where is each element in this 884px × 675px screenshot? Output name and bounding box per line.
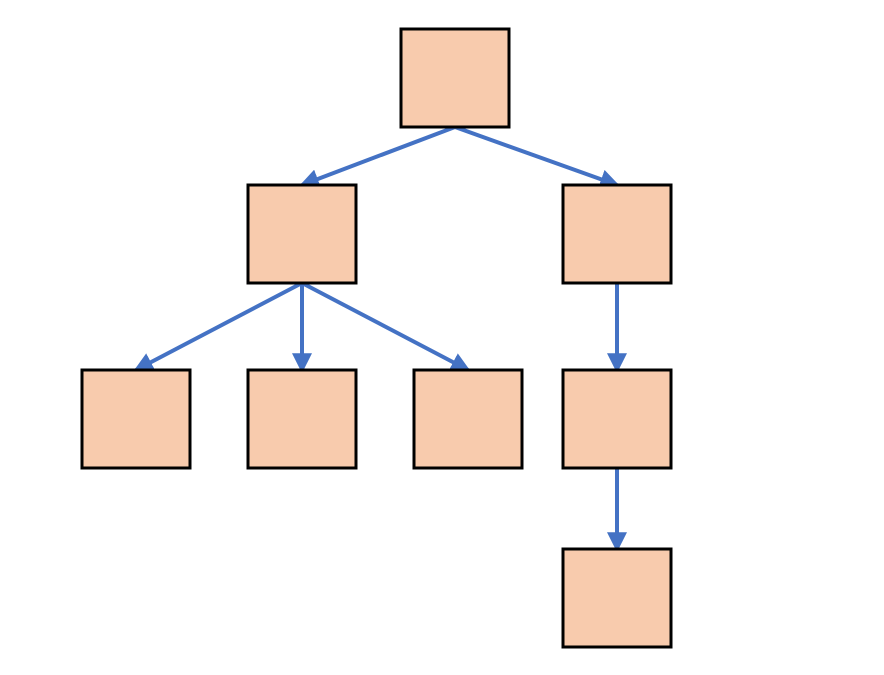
edges-layer — [133, 125, 627, 553]
node-left-grandchild-2 — [246, 368, 358, 470]
node-left-grandchild-1 — [80, 368, 192, 470]
node-left-grandchild-3 — [412, 368, 524, 470]
edge-left-child-to-left-grandchild-3 — [301, 281, 471, 372]
edge-root-to-left-child — [299, 125, 456, 189]
node-root — [399, 27, 511, 129]
node-right-grandchild — [561, 368, 673, 470]
node-right-child — [561, 183, 673, 285]
nodes-layer — [80, 27, 673, 649]
edge-root-to-right-child — [454, 125, 621, 189]
node-left-child — [246, 183, 358, 285]
edge-left-child-to-left-grandchild-1 — [133, 281, 303, 372]
node-right-great-grandchild — [561, 547, 673, 649]
